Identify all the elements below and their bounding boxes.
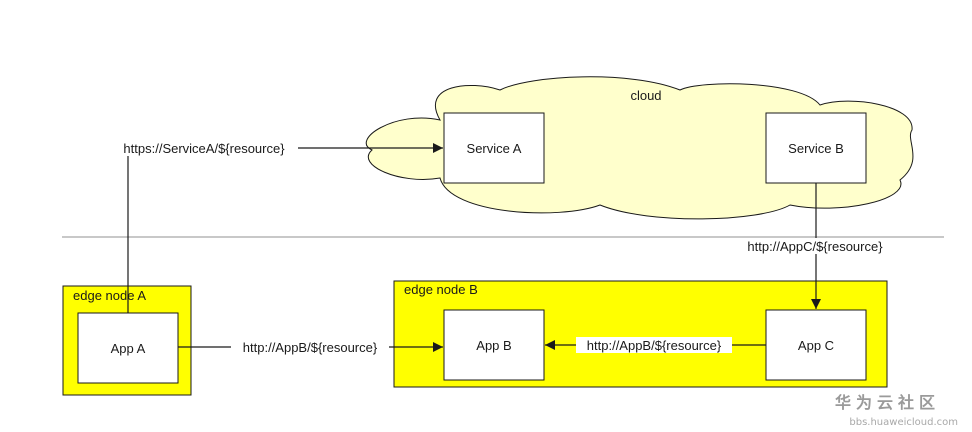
edge-node-a-label: edge node A bbox=[73, 288, 146, 303]
app-a-label: App A bbox=[111, 341, 146, 356]
service-b-label: Service B bbox=[788, 141, 844, 156]
app-b-box bbox=[443, 309, 545, 381]
edge-label-app-c-to-app-b: http://AppB/${resource} bbox=[587, 338, 722, 353]
app-c-box bbox=[765, 309, 867, 381]
edge-label-bg-service-b-to-app-c bbox=[735, 238, 895, 254]
watermark-brand: 华为云社区 bbox=[835, 393, 940, 412]
app-c-label: App C bbox=[798, 338, 834, 353]
edge-label-service-b-to-app-c: http://AppC/${resource} bbox=[747, 239, 883, 254]
edge-label-bg-app-a-to-app-b bbox=[231, 339, 389, 355]
service-a-box bbox=[443, 112, 545, 184]
edge-label-bg-app-a-to-service-a bbox=[110, 140, 298, 156]
edge-label-app-a-to-service-a: https://ServiceA/${resource} bbox=[123, 141, 285, 156]
service-b-box bbox=[765, 112, 867, 184]
edge-label-app-a-to-app-b: http://AppB/${resource} bbox=[243, 340, 378, 355]
edge-label-bg-app-c-to-app-b bbox=[576, 337, 732, 353]
app-b-label: App B bbox=[476, 338, 511, 353]
service-a-label: Service A bbox=[467, 141, 522, 156]
watermark-url: bbs.huaweicloud.com bbox=[849, 417, 958, 428]
cloud-label: cloud bbox=[630, 88, 661, 103]
app-a-box bbox=[77, 312, 179, 384]
edge-node-b-label: edge node B bbox=[404, 282, 478, 297]
